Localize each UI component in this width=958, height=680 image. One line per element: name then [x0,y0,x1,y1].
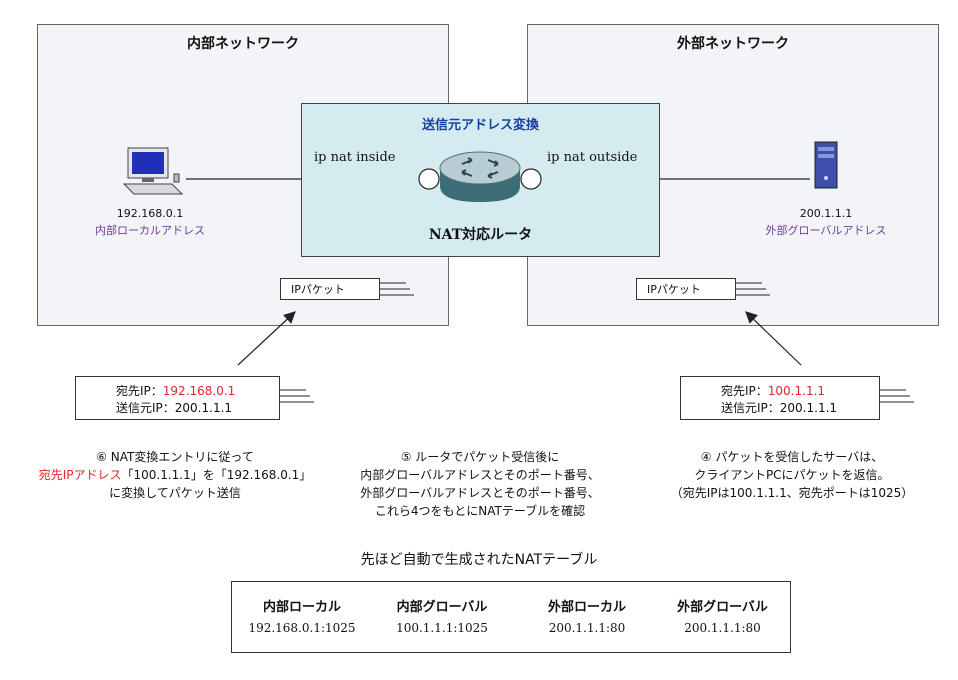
nat-table-caption: 先ほど自動で生成されたNATテーブル [360,552,598,568]
outside-packet-arrow [745,311,802,366]
right-card-src-label: 送信元IP： [721,401,780,415]
step6-rest-text: 「100.1.1.1」を「192.168.0.1」 [121,468,312,482]
right-card-src-value: 200.1.1.1 [779,401,838,415]
step6-line2: 宛先IPアドレス「100.1.1.1」を「192.168.0.1」 [10,466,340,484]
step5-line2: 内部グローバルアドレスとそのポート番号、 [360,468,600,482]
right-packet-card: 宛先IP：100.1.1.1 送信元IP：200.1.1.1 [680,376,880,420]
step4-line2: クライアントPCにパケットを返信。 [694,468,890,482]
client-ip: 192.168.0.1 [116,207,184,220]
nat-value-cell: 200.1.1.1:80 [548,621,626,635]
left-card-dest-value: 192.168.0.1 [162,384,236,398]
nat-value-cell: 200.1.1.1:80 [684,621,761,635]
step5-description: ⑤ ルータでパケット受信後に 内部グローバルアドレスとそのポート番号、 外部グロ… [320,448,640,520]
nat-header-cell: 内部グローバル [396,600,488,615]
nat-header-cell: 内部ローカル [262,600,341,615]
step5-line4: これら4つをもとにNATテーブルを確認 [374,504,586,518]
router-icon [418,151,542,202]
outside-interface-port [520,168,542,190]
router-label: NAT対応ルータ [428,227,533,243]
nat-col-inside-local: 内部ローカル 192.168.0.1:1025 [242,596,362,635]
outside-network-title: 外部ネットワーク [677,36,789,52]
left-card-src-row: 送信元IP：200.1.1.1 [116,400,279,417]
inside-interface-port [418,168,440,190]
inside-interface-label: ip nat inside [314,150,396,165]
nat-col-outside-local: 外部ローカル 200.1.1.1:80 [527,596,647,635]
step6-description: ⑥ NAT変換エントリに従って 宛先IPアドレス「100.1.1.1」を「192… [10,448,340,502]
inside-ip-packet-icon: IPパケット [280,278,380,300]
step4-line1: ④ パケットを受信したサーバは、 [700,450,884,464]
router-title: 送信元アドレス変換 [421,118,539,133]
nat-header-cell: 外部ローカル [547,600,626,615]
step4-description: ④ パケットを受信したサーバは、 クライアントPCにパケットを返信。 （宛先IP… [636,448,948,502]
left-card-src-label: 送信元IP： [116,401,175,415]
outside-interface-label: ip nat outside [547,150,638,165]
inside-packet-arrow [237,311,296,366]
step5-line3: 外部グローバルアドレスとそのポート番号、 [360,486,600,500]
nat-col-inside-global: 内部グローバル 100.1.1.1:1025 [377,596,507,635]
step6-line1: ⑥ NAT変換エントリに従って [96,450,254,464]
packet-tails [280,282,914,403]
step6-red-text: 宛先IPアドレス [38,468,122,482]
nat-col-outside-global: 外部グローバル 200.1.1.1:80 [660,596,785,635]
right-card-dest-row: 宛先IP：100.1.1.1 [721,383,879,400]
right-card-dest-value: 100.1.1.1 [767,384,826,398]
inside-network-title: 内部ネットワーク [187,36,299,52]
client-pc-icon [122,147,184,195]
nat-value-cell: 192.168.0.1:1025 [248,621,356,635]
left-packet-card: 宛先IP：192.168.0.1 送信元IP：200.1.1.1 [75,376,280,420]
client-address-role: 内部ローカルアドレス [95,224,205,237]
step5-line1: ⑤ ルータでパケット受信後に [400,450,560,464]
right-card-dest-label: 宛先IP： [721,384,768,398]
outside-ip-packet-icon: IPパケット [636,278,736,300]
server-icon [814,141,838,189]
inside-ip-packet-label: IPパケット [291,283,345,296]
right-card-src-row: 送信元IP：200.1.1.1 [721,400,879,417]
nat-value-cell: 100.1.1.1:1025 [396,621,488,635]
step4-line3: （宛先IPは100.1.1.1、宛先ポートは1025） [670,486,914,500]
server-address-role: 外部グローバルアドレス [765,224,887,237]
left-card-src-value: 200.1.1.1 [174,401,233,415]
left-card-dest-row: 宛先IP：192.168.0.1 [116,383,279,400]
outside-ip-packet-label: IPパケット [647,283,701,296]
nat-header-cell: 外部グローバル [677,600,768,615]
step6-line3: に変換してパケット送信 [109,486,241,500]
nat-table: 内部ローカル 192.168.0.1:1025 内部グローバル 100.1.1.… [231,581,791,653]
server-ip: 200.1.1.1 [799,207,853,220]
left-card-dest-label: 宛先IP： [116,384,163,398]
